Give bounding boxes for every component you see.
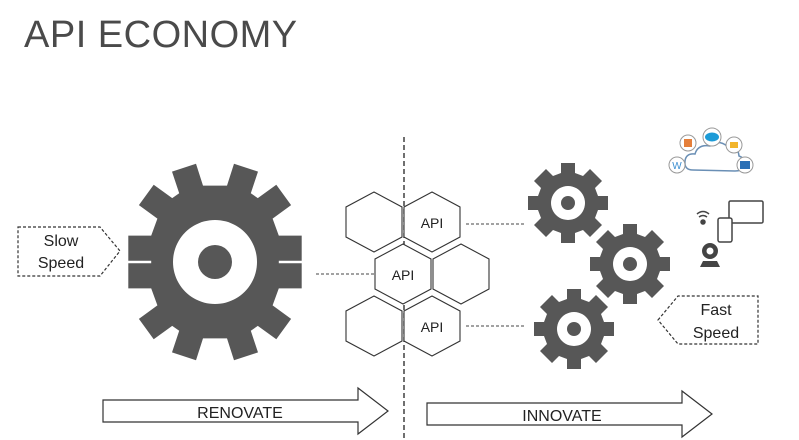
api-label: API: [421, 215, 444, 231]
fast-label-line2: Speed: [693, 325, 739, 342]
renovate-arrow: RENOVATE: [102, 386, 389, 436]
hex-api: [403, 191, 461, 253]
fast-label-line1: Fast: [700, 302, 732, 319]
api-label: API: [392, 267, 415, 283]
small-gear-icon: [534, 289, 614, 369]
api-hex-grid: [345, 191, 490, 357]
slow-label-line2: Speed: [38, 255, 84, 272]
api-label: API: [421, 319, 444, 335]
slow-label-line1: Slow: [44, 233, 79, 250]
small-gear-icon: [590, 224, 670, 304]
fast-speed-callout: Fast Speed: [657, 295, 759, 345]
page-title: API ECONOMY: [24, 14, 298, 56]
hex-empty: [345, 191, 403, 253]
hex-api: [403, 295, 461, 357]
small-gear-icon: [528, 163, 608, 243]
renovate-label: RENOVATE: [197, 405, 283, 422]
innovate-label: INNOVATE: [522, 408, 601, 425]
hex-empty: [345, 295, 403, 357]
svg-text:W: W: [672, 161, 682, 172]
hex-api: [374, 243, 432, 305]
hex-empty: [432, 243, 490, 305]
slow-speed-callout: Slow Speed: [17, 226, 121, 277]
large-gear-icon: [128, 163, 302, 361]
cloud-apps-icon: W: [668, 127, 754, 174]
innovate-arrow: INNOVATE: [426, 389, 713, 439]
devices-icon: [696, 200, 764, 267]
